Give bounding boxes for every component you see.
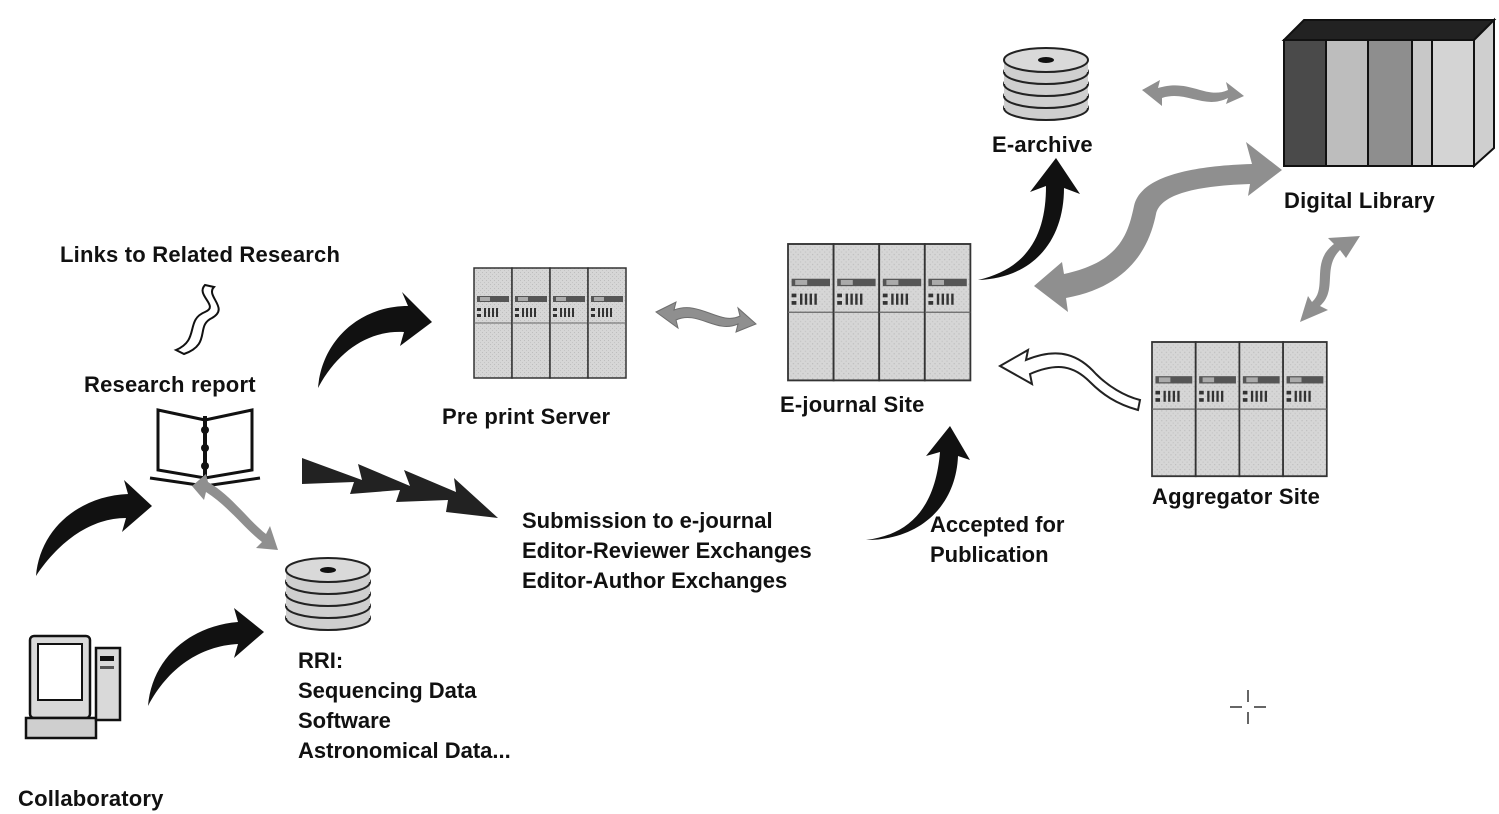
arrow-library-ejournal	[1034, 142, 1282, 312]
accepted-line-2: Publication	[930, 542, 1049, 567]
aggregator-site-label: Aggregator Site	[1152, 484, 1321, 509]
accepted-label: Accepted for Publication	[930, 510, 1064, 570]
submission-zigzag-arrow	[302, 458, 498, 518]
arrow-collab-to-report	[36, 480, 152, 576]
links-related-label: Links to Related Research	[60, 242, 341, 267]
exchanges-line-3: Editor-Author Exchanges	[522, 568, 788, 593]
rri-line-1: RRI:	[298, 648, 344, 673]
exchanges-line-2: Editor-Reviewer Exchanges	[522, 538, 812, 563]
ejournal-site-label: E-journal Site	[780, 392, 925, 417]
rri-line-4: Astronomical Data...	[298, 738, 511, 763]
rri-disk-stack-icon	[285, 557, 371, 631]
arrow-exchanges-to-ejournal	[866, 426, 970, 540]
arrow-library-aggregator	[1300, 236, 1360, 322]
rri-line-2: Sequencing Data	[298, 678, 477, 703]
preprint-server-icon	[473, 267, 627, 379]
arrow-preprint-ejournal	[655, 301, 757, 333]
arrow-report-to-preprint	[318, 292, 432, 388]
preprint-server-label: Pre print Server	[442, 404, 611, 429]
arrow-aggregator-to-ejournal	[997, 348, 1142, 412]
earchive-label: E-archive	[992, 132, 1093, 157]
digital-library-label: Digital Library	[1284, 188, 1435, 213]
exchanges-line-1: Submission to e-journal	[522, 508, 773, 533]
computer-icon	[24, 634, 122, 740]
rri-label: RRI: Sequencing Data Software Astronomic…	[298, 646, 511, 766]
arrow-collab-to-rri	[148, 608, 264, 706]
arrow-ejournal-to-earchive	[978, 158, 1080, 280]
accepted-line-1: Accepted for	[930, 512, 1065, 537]
open-book-icon	[149, 408, 261, 488]
earchive-disk-stack-icon	[1003, 47, 1089, 121]
collaboratory-label: Collaboratory	[18, 786, 164, 811]
crosshair-cursor-icon	[1230, 690, 1266, 724]
arrow-earchive-library	[1142, 80, 1244, 106]
exchanges-label: Submission to e-journal Editor-Reviewer …	[522, 506, 812, 596]
ejournal-server-icon	[787, 243, 972, 382]
arrow-report-rri	[192, 474, 278, 550]
aggregator-server-icon	[1151, 341, 1328, 478]
research-report-label: Research report	[84, 372, 256, 397]
links-squiggle-arrow	[173, 283, 220, 356]
library-shelf-icon	[1281, 17, 1497, 169]
rri-line-3: Software	[298, 708, 391, 733]
